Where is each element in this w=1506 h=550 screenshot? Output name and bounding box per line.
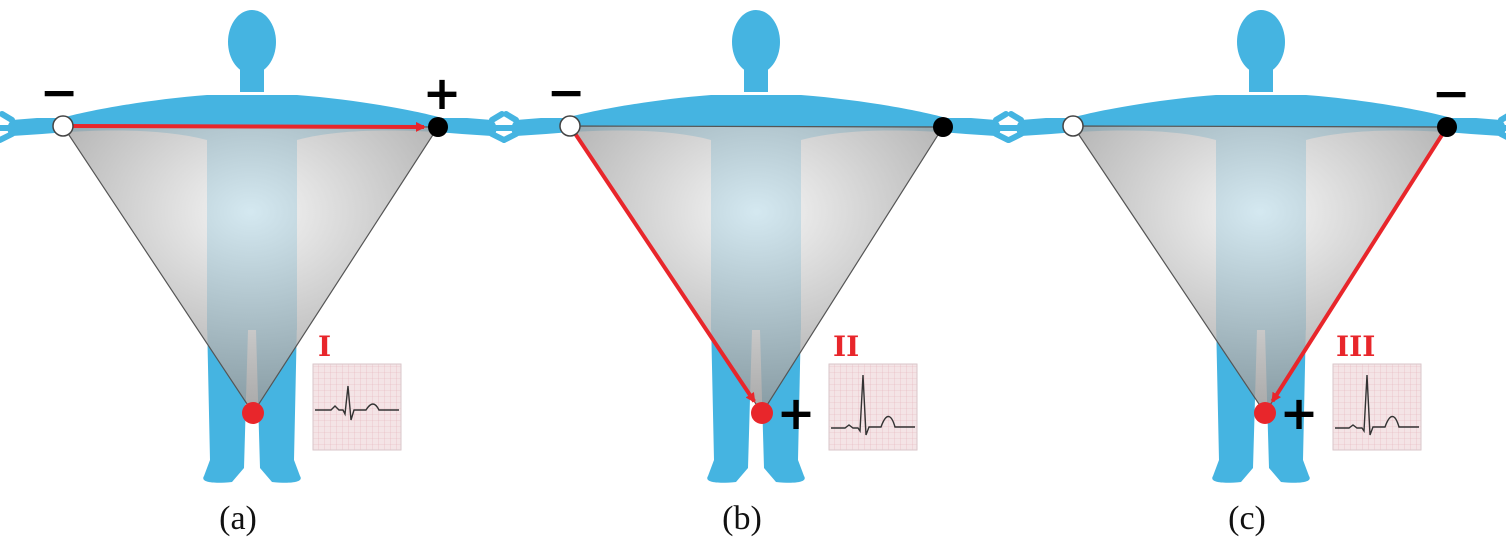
lead-vector-arrow [1270,125,1449,403]
ecg-trace [1335,374,1419,436]
lead-label: III [1336,330,1375,363]
right-arm-electrode [559,115,581,137]
panel-c: − + III [1002,10,1506,483]
panel-caption-c: (c) [1228,500,1266,537]
panel-b: − + II [497,10,1015,483]
right-arm-electrode [1062,115,1084,137]
panel-caption-a: (a) [219,500,257,537]
left-arm-polarity-sign: − [1432,66,1471,120]
left-leg-polarity-sign: + [1280,386,1319,440]
panel-a: − + I [0,10,511,483]
left-arm-electrode [933,117,953,137]
left-arm-polarity-sign: + [423,66,462,120]
left-leg-electrode [242,402,264,424]
left-hand [1498,113,1506,140]
right-arm-polarity-sign: − [40,65,79,119]
right-hand [0,111,15,143]
panel-caption-b: (b) [722,500,762,537]
right-hand [497,111,519,143]
lead-vector-arrow [568,124,756,404]
head [1237,10,1285,74]
ecg-trace [315,385,399,421]
left-leg-polarity-sign: + [777,386,816,440]
ecg-strip [312,363,402,451]
left-leg-electrode [1254,402,1276,424]
neck [240,66,264,92]
lead-label: II [833,330,859,363]
left-arm-electrode [428,117,448,137]
head [228,10,276,74]
head [732,10,780,74]
neck [744,66,768,92]
lead-vector-arrow [62,121,427,132]
right-arm-electrode [52,115,74,137]
right-arm-polarity-sign: − [547,65,586,119]
left-arm-electrode [1437,117,1457,137]
ecg-strip [828,363,918,451]
right-hand [1002,111,1024,143]
neck [1249,66,1273,92]
ecg-trace [831,374,915,436]
lead-label: I [318,330,331,363]
ecg-strip [1332,363,1422,451]
left-leg-electrode [751,402,773,424]
